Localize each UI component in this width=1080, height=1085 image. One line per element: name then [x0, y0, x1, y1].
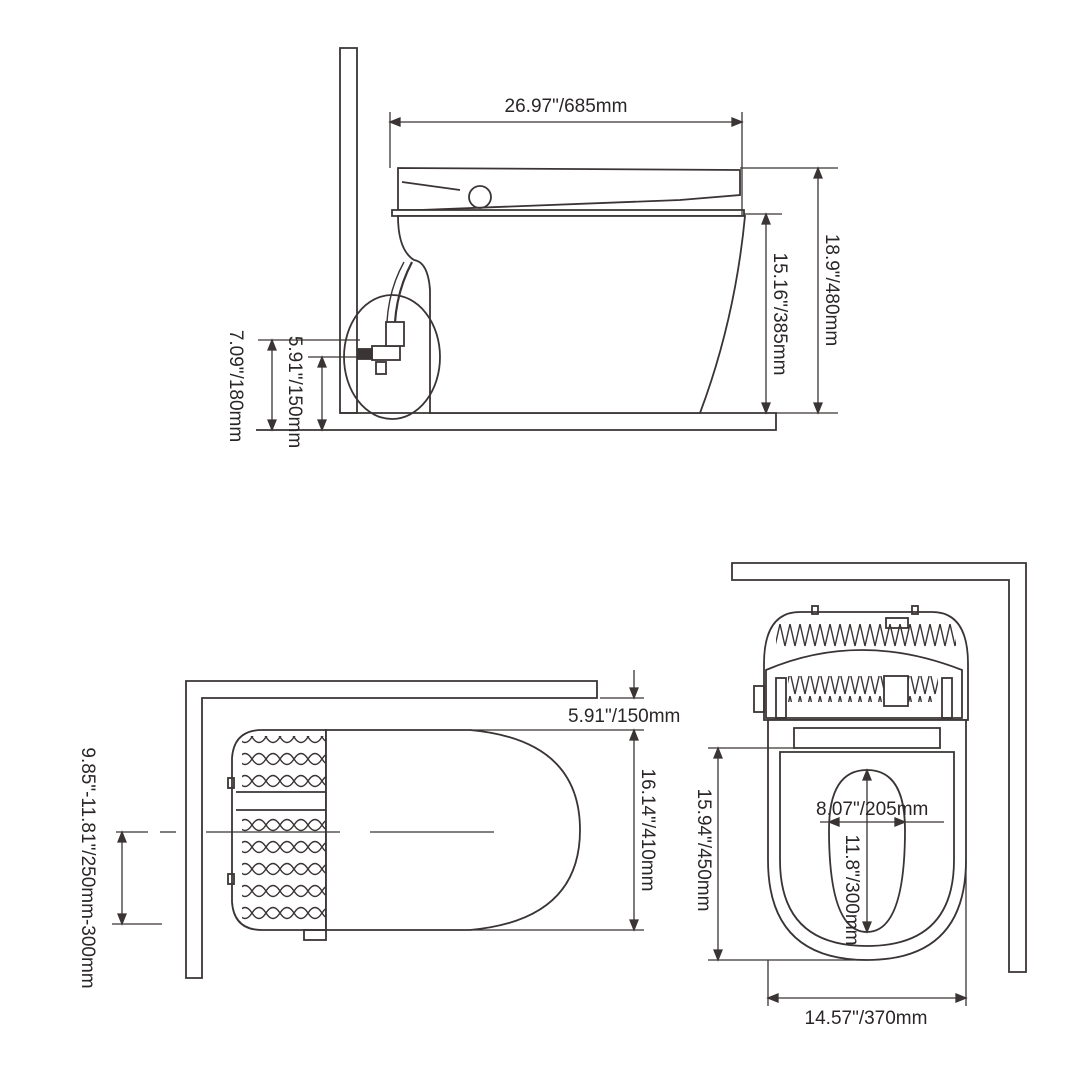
top-lid: [325, 729, 581, 931]
total-height-dimension-line: [740, 166, 838, 415]
wall-gap-dimension-line: [470, 670, 644, 731]
opening-width-dimension-line: [820, 817, 944, 827]
seat-length-dimension-line: [708, 746, 867, 962]
top-wall: [185, 680, 598, 979]
control-button-icon: [468, 185, 492, 209]
front-wall: [731, 562, 1027, 973]
seat-height-dimension-line: [744, 212, 782, 415]
bowl: [397, 215, 746, 414]
inlet-height-dimension-line: [308, 355, 360, 432]
side-valve-height-label: 7.09"/180mm: [225, 330, 246, 442]
side-seat-height-label: 15.16"/385mm: [769, 253, 790, 376]
side-view: [256, 47, 838, 432]
rough-in-dimension-line: [112, 830, 162, 926]
side-total-height-label: 18.9"/480mm: [821, 234, 842, 346]
opening-length-dimension-line: [862, 768, 872, 934]
front-seat-length-label: 15.94"/450mm: [693, 789, 714, 912]
depth-dimension-line: [470, 728, 644, 932]
top-depth-label: 16.14"/410mm: [637, 769, 658, 892]
side-wall: [339, 47, 358, 414]
valve-height-dimension-line: [258, 338, 360, 432]
top-wall-gap-label: 5.91"/150mm: [568, 706, 680, 727]
front-opening-length-label: 11.8"/300mm: [841, 835, 862, 946]
top-rough-in-label: 9.85"-11.81"/250mm-300mm: [77, 747, 98, 988]
side-floor: [256, 412, 777, 431]
side-length-label: 26.97"/685mm: [505, 96, 628, 117]
side-inlet-height-label: 5.91"/150mm: [284, 336, 305, 448]
front-view: [708, 562, 1027, 1006]
front-opening-width-label: 8.07"/205mm: [816, 799, 928, 820]
top-view: [112, 670, 644, 979]
front-width-dimension-line: [766, 860, 968, 1006]
front-width-label: 14.57"/370mm: [805, 1008, 928, 1029]
length-dimension-line: [388, 112, 744, 216]
angle-valve: [371, 345, 401, 361]
